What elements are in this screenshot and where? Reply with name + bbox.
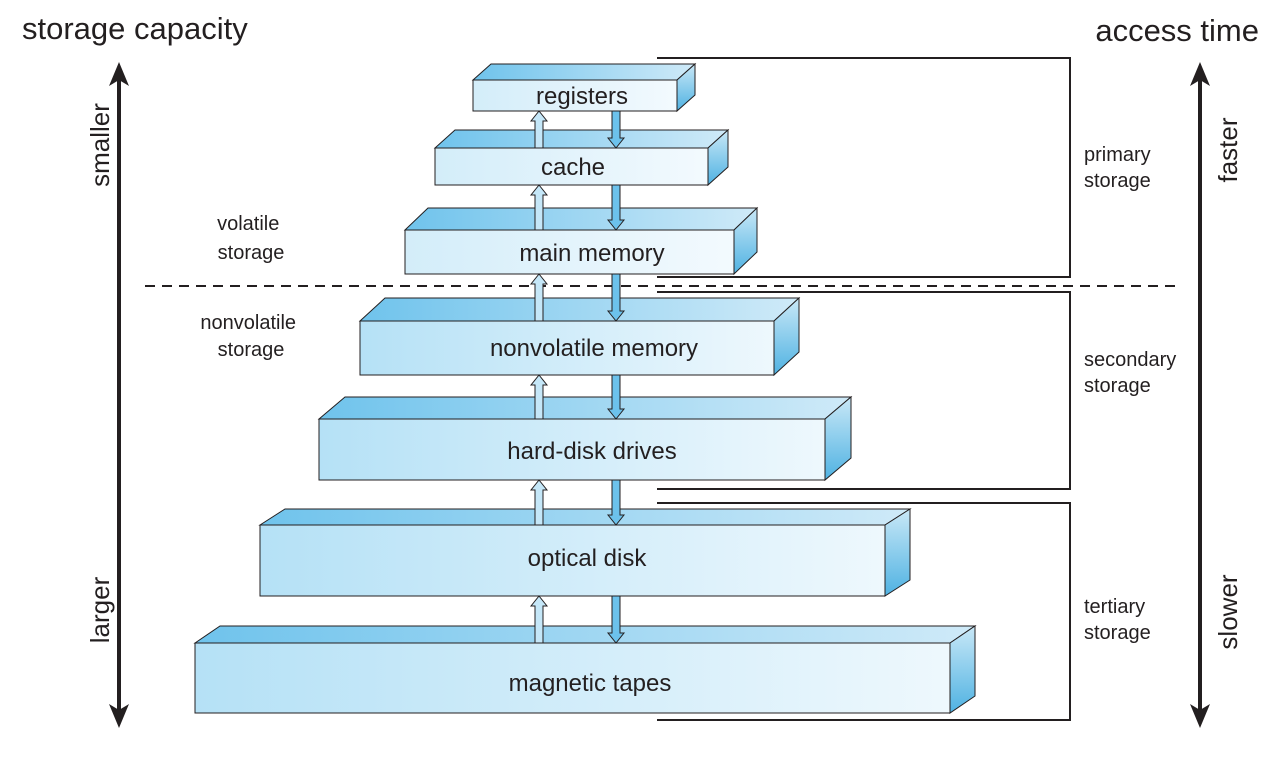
nonvolatile-memory-box-front — [359, 320, 775, 376]
time-arrow-down-head — [1190, 704, 1210, 728]
nonvolatile-memory-box-top — [358, 297, 801, 322]
level-main-memory: main memory — [403, 206, 759, 276]
transfer-arrows — [529, 110, 626, 644]
primary-storage-bracket — [657, 57, 1071, 278]
nonvolatile-storage-label: nonvolatile storage — [200, 312, 301, 361]
secondary-storage-label: secondary storage — [1084, 349, 1182, 397]
cache-box-top — [433, 129, 730, 149]
up-arrow-tapes-to-optical — [529, 595, 549, 644]
magnetic-tapes-box-top — [193, 625, 977, 644]
main-memory-label: main memory — [519, 240, 664, 267]
optical-disk-box-side — [884, 508, 911, 597]
down-arrow-main-memory-to-nvm — [606, 273, 626, 322]
main-memory-box-front — [404, 229, 735, 275]
time-slower-label: slower — [1213, 574, 1243, 649]
hard-disk-drives-box-top — [317, 396, 853, 420]
up-arrow-main-memory-to-cache — [529, 184, 549, 231]
down-arrow-nvm-to-hdd — [606, 374, 626, 420]
primary-storage-label: primary storage — [1084, 144, 1156, 192]
hard-disk-drives-label: hard-disk drives — [507, 438, 676, 465]
nonvolatile-memory-label: nonvolatile memory — [490, 335, 698, 362]
volatile-line-1: volatile — [217, 213, 279, 235]
down-arrow-optical-to-tapes — [606, 595, 626, 644]
level-nonvolatile-memory: nonvolatile memory — [358, 296, 801, 377]
capacity-larger-label: larger — [85, 576, 115, 643]
secondary-line-1: secondary — [1084, 349, 1176, 371]
registers-box-front — [472, 79, 678, 112]
up-arrow-optical-to-hdd — [529, 479, 549, 526]
tertiary-line-2: storage — [1084, 622, 1151, 644]
level-cache: cache — [433, 128, 730, 187]
down-arrow-registers-to-cache — [606, 110, 626, 149]
magnetic-tapes-box-front — [194, 642, 951, 714]
primary-line-2: storage — [1084, 170, 1151, 192]
level-optical-disk: optical disk — [258, 508, 912, 597]
main-memory-box-top — [403, 207, 759, 231]
up-arrow-nvm-to-main-memory — [529, 273, 549, 322]
optical-disk-label: optical disk — [528, 545, 648, 572]
secondary-storage-bracket — [657, 291, 1071, 490]
tertiary-storage-label: tertiary storage — [1084, 596, 1151, 644]
volatile-line-2: storage — [218, 242, 285, 264]
tertiary-line-1: tertiary — [1084, 596, 1145, 618]
secondary-line-2: storage — [1084, 375, 1151, 397]
down-arrow-cache-to-main-memory — [606, 184, 626, 231]
access-time-axis-arrow — [1190, 62, 1210, 728]
nonvolatile-line-1: nonvolatile — [200, 312, 296, 334]
level-registers: registers — [471, 62, 697, 113]
down-arrow-hdd-to-optical — [606, 479, 626, 526]
access-time-title: access time — [1095, 13, 1259, 48]
level-hard-disk-drives: hard-disk drives — [317, 395, 853, 482]
cache-box-front — [434, 147, 709, 186]
tertiary-storage-bracket — [657, 502, 1071, 721]
nonvolatile-line-2: storage — [218, 339, 285, 361]
magnetic-tapes-label: magnetic tapes — [509, 670, 672, 697]
registers-box-top — [471, 63, 697, 81]
level-magnetic-tapes: magnetic tapes — [193, 625, 977, 714]
primary-line-1: primary — [1084, 144, 1151, 166]
optical-disk-box-top — [258, 508, 912, 526]
cache-label: cache — [541, 154, 605, 181]
optical-disk-box-front — [259, 524, 886, 597]
volatile-storage-label: volatile storage — [217, 213, 285, 264]
time-arrow-up-head — [1190, 62, 1210, 86]
hard-disk-drives-box-front — [318, 418, 826, 481]
registers-label: registers — [536, 83, 628, 110]
capacity-axis-arrow — [109, 62, 129, 728]
up-arrow-hdd-to-nvm — [529, 374, 549, 420]
capacity-arrow-down-head — [109, 704, 129, 728]
time-faster-label: faster — [1213, 117, 1243, 182]
storage-capacity-title: storage capacity — [22, 11, 248, 46]
capacity-smaller-label: smaller — [85, 103, 115, 187]
capacity-arrow-up-head — [109, 62, 129, 86]
up-arrow-cache-to-registers — [529, 110, 549, 149]
